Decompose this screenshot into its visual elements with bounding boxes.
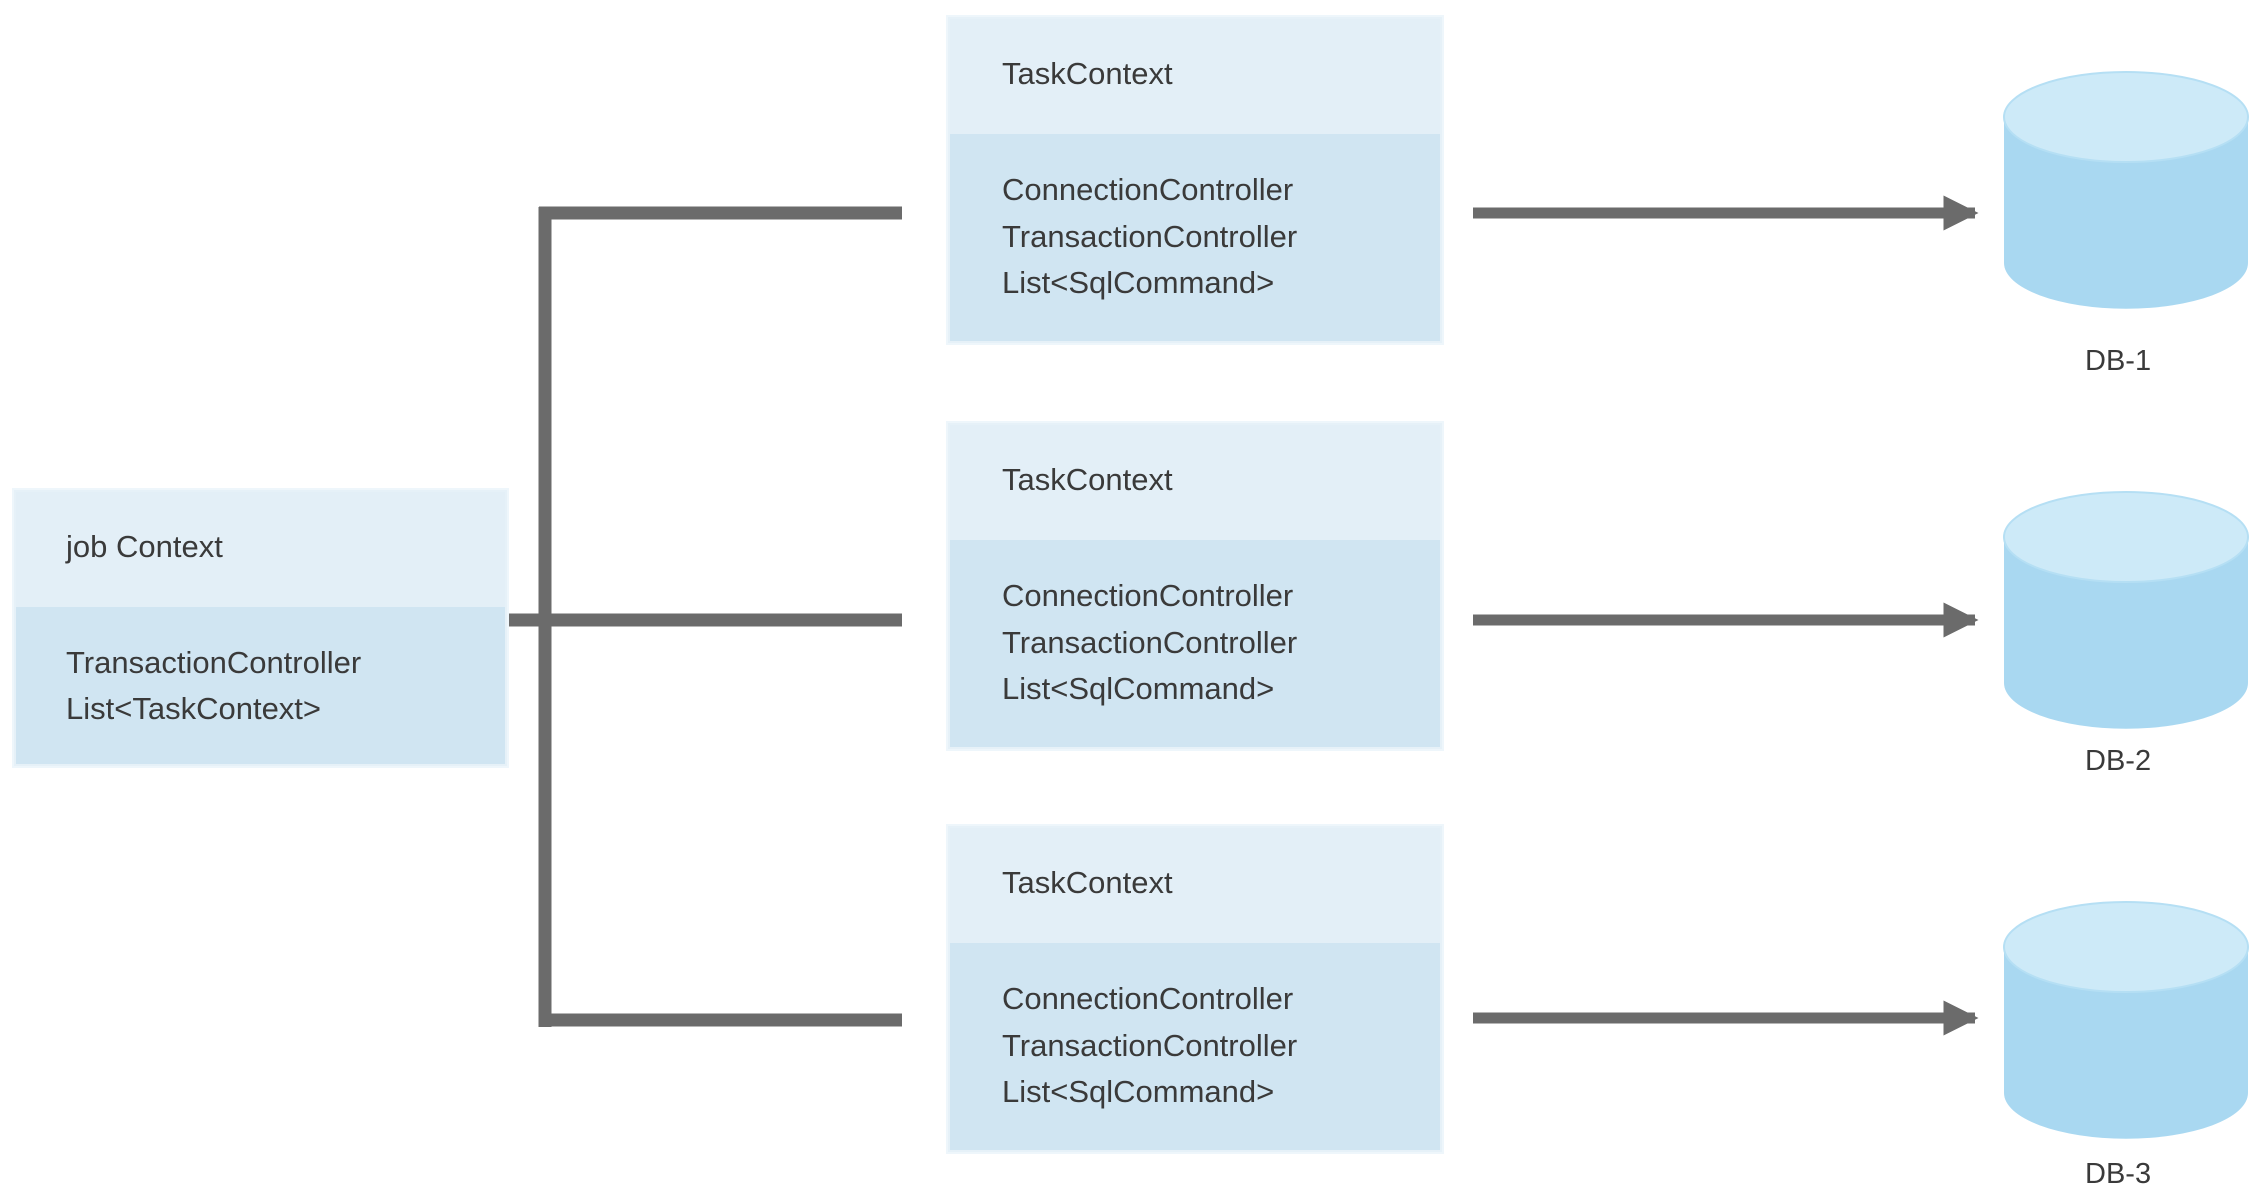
- task-context-box-3: TaskContext ConnectionController Transac…: [948, 826, 1442, 1152]
- task-context-3-field-transaction: TransactionController: [1002, 1028, 1298, 1063]
- database-label-1: DB-1: [2085, 345, 2152, 377]
- job-context-title: job Context: [66, 529, 223, 564]
- task-context-2-field-connection: ConnectionController: [1002, 578, 1294, 613]
- task-context-3-field-commands: List<SqlCommand>: [1002, 1074, 1275, 1109]
- job-context-field-transaction: TransactionController: [66, 645, 362, 680]
- database-icon-1: [2003, 71, 2249, 309]
- job-context-body: [16, 607, 505, 764]
- task-context-1-body: [950, 134, 1440, 341]
- task-context-3-header: [950, 828, 1440, 943]
- job-context-header: [16, 492, 505, 607]
- task-context-1-field-commands: List<SqlCommand>: [1002, 265, 1275, 300]
- task-context-1-field-connection: ConnectionController: [1002, 172, 1294, 207]
- database-label-2: DB-2: [2085, 745, 2152, 777]
- task-context-box-2: TaskContext ConnectionController Transac…: [948, 423, 1442, 749]
- database-icon-3: [2003, 901, 2249, 1139]
- task-context-1-field-transaction: TransactionController: [1002, 219, 1298, 254]
- task-context-2-title: TaskContext: [1002, 462, 1173, 497]
- task-context-2-body: [950, 540, 1440, 747]
- database-icon-2: [2003, 491, 2249, 729]
- task-context-2-field-transaction: TransactionController: [1002, 625, 1298, 660]
- task-context-2-field-commands: List<SqlCommand>: [1002, 671, 1275, 706]
- task-context-3-field-connection: ConnectionController: [1002, 981, 1294, 1016]
- task-context-2-header: [950, 425, 1440, 540]
- task-context-3-body: [950, 943, 1440, 1150]
- task-context-3-title: TaskContext: [1002, 865, 1173, 900]
- task-context-1-header: [950, 19, 1440, 134]
- job-context-field-tasklist: List<TaskContext>: [66, 691, 322, 726]
- task-context-1-title: TaskContext: [1002, 56, 1173, 91]
- database-label-3: DB-3: [2085, 1158, 2152, 1190]
- task-context-box-1: TaskContext ConnectionController Transac…: [948, 17, 1442, 343]
